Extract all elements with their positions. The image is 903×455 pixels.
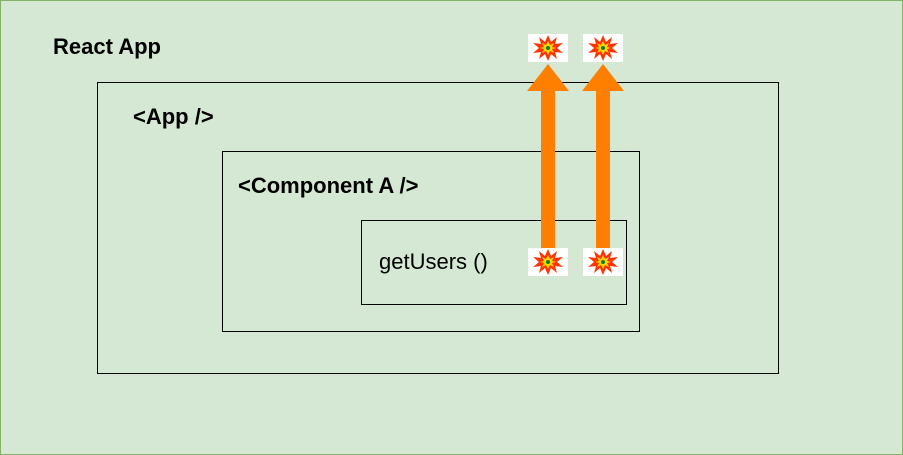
explosion-burst-icon [528, 34, 568, 62]
react-app-title: React App [53, 34, 161, 59]
explosion-burst-icon [583, 34, 623, 62]
component-a-label: <Component A /> [238, 173, 419, 198]
get-users-label: getUsers () [379, 249, 488, 274]
explosion-burst-icon [583, 248, 623, 276]
app-label: <App /> [133, 104, 214, 129]
component-a-box [222, 151, 640, 332]
explosion-burst-icon [528, 248, 568, 276]
app-box [97, 82, 779, 374]
get-users-box [361, 220, 627, 305]
